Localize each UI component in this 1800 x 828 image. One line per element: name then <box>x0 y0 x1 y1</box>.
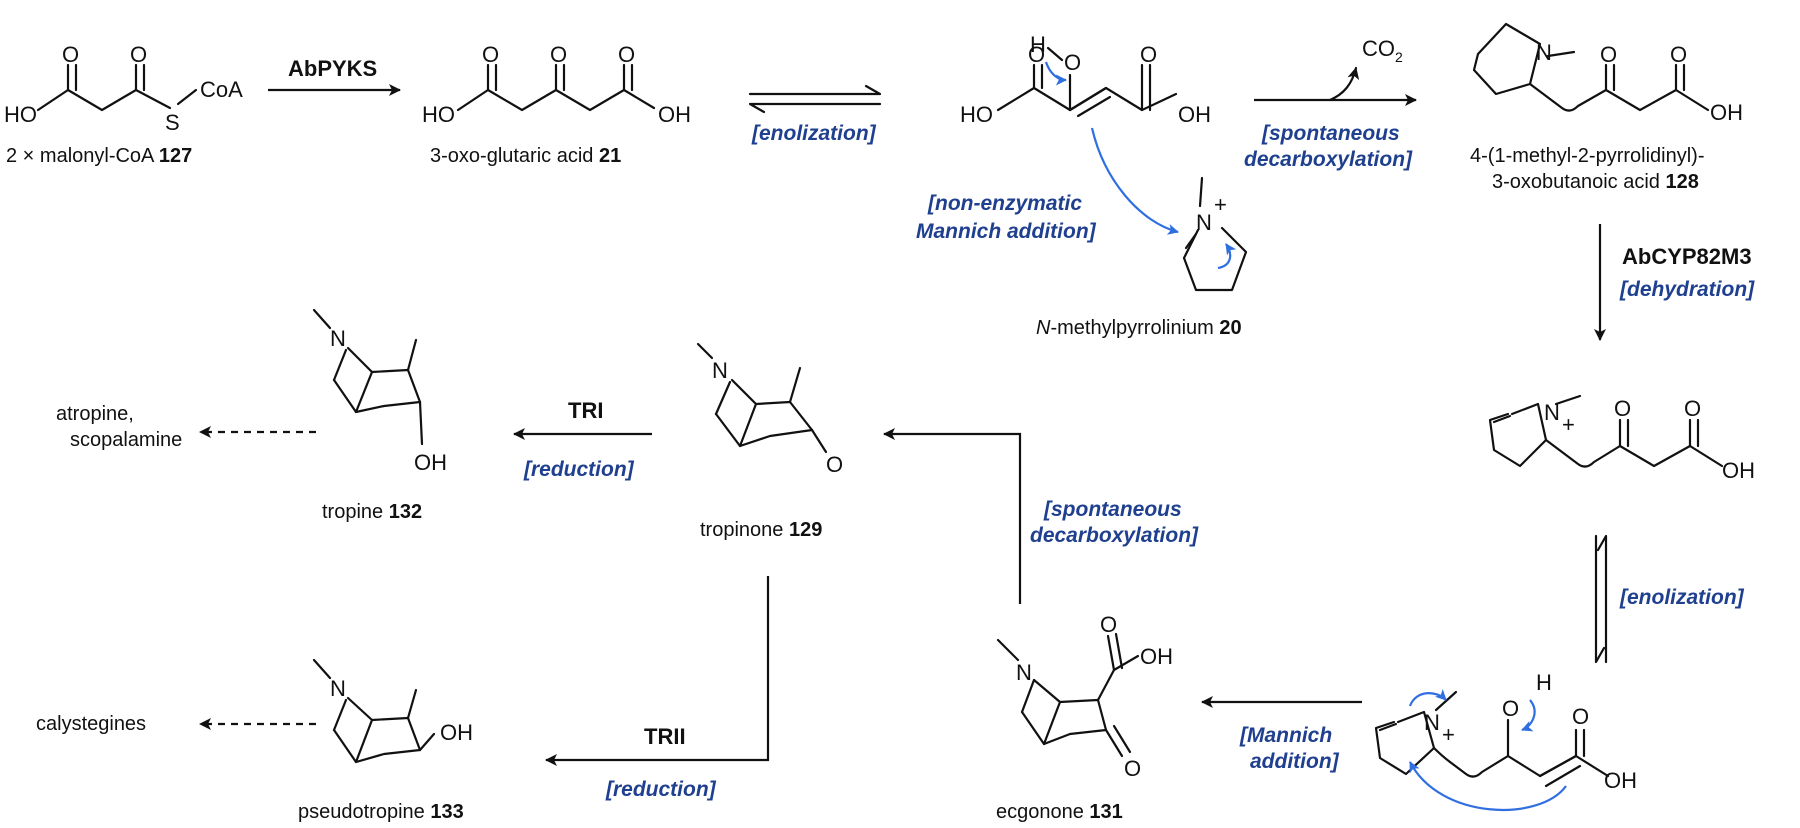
ecgonone-o1: O <box>1100 612 1117 637</box>
condition-reduction-2: [reduction] <box>605 778 717 801</box>
iminium-n: N <box>1544 400 1560 425</box>
equilibrium-arrows-enolization <box>748 84 882 114</box>
structure-n-methylpyrrolinium <box>1182 176 1248 292</box>
oxoglutaric-o3: O <box>618 42 635 67</box>
condition-spont-decarb-1b: decarboxylation] <box>1244 148 1413 171</box>
label-oxobutanoic-2: 3-oxobutanoic acid 128 <box>1492 171 1699 193</box>
label-tropinone: tropinone 129 <box>700 519 822 541</box>
enol-iminium-plus: + <box>1442 722 1455 747</box>
structure-pseudotropine <box>312 658 436 764</box>
co2-release-curve <box>1328 66 1360 102</box>
pseudotropine-oh: OH <box>440 720 473 745</box>
product-atropine: atropine, <box>56 403 134 425</box>
label-oxoglutaric-acid: 3-oxo-glutaric acid 21 <box>430 145 621 167</box>
structure-oxobutanoic-acid <box>1472 22 1710 112</box>
label-malonyl-coa: 2 × malonyl-CoA 127 <box>6 145 192 167</box>
tropine-oh: OH <box>414 450 447 475</box>
tropinone-n: N <box>712 358 728 383</box>
enol-h: H <box>1030 32 1046 57</box>
condition-spont-decarb-2a: [spontaneous <box>1043 498 1182 521</box>
structure-ecgonone <box>996 632 1140 758</box>
enol-iminium-oh: OH <box>1604 768 1637 793</box>
malonyl-o1: O <box>62 42 79 67</box>
pyrrolinium-plus: + <box>1214 192 1227 217</box>
pseudotropine-n: N <box>330 676 346 701</box>
label-pseudotropine: pseudotropine 133 <box>298 801 464 823</box>
iminium-oh: OH <box>1722 458 1755 483</box>
enol-o3: O <box>1140 42 1157 67</box>
structure-enol-iminium <box>1374 690 1610 788</box>
malonyl-s: S <box>165 110 180 135</box>
label-tropine: tropine 132 <box>322 501 422 523</box>
label-oxobutanoic-1: 4-(1-methyl-2-pyrrolidinyl)- <box>1470 145 1704 167</box>
condition-spont-decarb-2b: decarboxylation] <box>1030 524 1199 547</box>
enol-oh: OH <box>1178 102 1211 127</box>
structure-iminium-ketoacid <box>1488 394 1724 468</box>
condition-non-enzymatic-1: [non-enzymatic <box>927 192 1082 215</box>
structure-tropine <box>312 308 424 446</box>
product-calystegines: calystegines <box>36 713 146 735</box>
structure-malonyl-coa <box>36 63 198 112</box>
oxobutanoic-o1: O <box>1600 42 1617 67</box>
tropinone-o: O <box>826 452 843 477</box>
electron-arrow-iminium-1 <box>1408 688 1447 707</box>
structure-tropinone <box>696 342 828 454</box>
tropine-n: N <box>330 326 346 351</box>
oxobutanoic-oh: OH <box>1710 100 1743 125</box>
electron-arrow-pyrrolinium <box>1217 243 1237 270</box>
enol-ho: HO <box>960 102 993 127</box>
structure-enol-intermediate <box>996 46 1178 118</box>
electron-arrow-iminium-3 <box>1409 761 1567 811</box>
enol-iminium-o: O <box>1502 696 1519 721</box>
condition-reduction-1: [reduction] <box>523 458 635 481</box>
enzyme-abpyks: AbPYKS <box>288 56 377 81</box>
enol-o: O <box>1064 50 1081 75</box>
enzyme-trii: TRII <box>644 724 686 749</box>
oxoglutaric-o1: O <box>482 42 499 67</box>
condition-spont-decarb-1a: [spontaneous <box>1261 122 1400 145</box>
ecgonone-oh: OH <box>1140 644 1173 669</box>
enol-iminium-o2: O <box>1572 704 1589 729</box>
equilibrium-arrows-enolization-2 <box>1594 534 1608 664</box>
enol-iminium-n: N <box>1424 710 1440 735</box>
enol-iminium-h: H <box>1536 670 1552 695</box>
malonyl-o2: O <box>130 42 147 67</box>
oxobutanoic-o2: O <box>1670 42 1687 67</box>
enzyme-abcyp82m3: AbCYP82M3 <box>1622 244 1752 269</box>
malonyl-ho: HO <box>4 102 37 127</box>
oxoglutaric-o2: O <box>550 42 567 67</box>
electron-arrow-enol-2 <box>1090 127 1179 235</box>
condition-enolization-1: [enolization] <box>751 122 877 145</box>
condition-mannich-1: [Mannich <box>1239 724 1332 747</box>
oxoglutaric-ho: HO <box>422 102 455 127</box>
label-n-methylpyrrolinium: N-methylpyrrolinium 20 <box>1036 317 1242 339</box>
oxobutanoic-n: N <box>1536 40 1552 65</box>
product-scopalamine: scopalamine <box>70 429 182 451</box>
enzyme-tri: TRI <box>568 398 603 423</box>
condition-mannich-2: addition] <box>1250 750 1340 773</box>
enol-o2: O <box>1028 42 1045 67</box>
pyrrolinium-n: N <box>1196 210 1212 235</box>
condition-dehydration: [dehydration] <box>1619 278 1755 301</box>
arrow-spontaneous-decarboxylation-2 <box>883 428 1022 604</box>
co2-label: CO2 <box>1362 36 1403 65</box>
electron-arrow-enol-1 <box>1044 61 1067 86</box>
oxoglutaric-oh: OH <box>658 102 691 127</box>
ecgonone-o2: O <box>1124 756 1141 781</box>
electron-arrow-iminium-2 <box>1521 699 1536 732</box>
malonyl-coa: CoA <box>200 77 243 102</box>
iminium-plus: + <box>1562 412 1575 437</box>
arrow-trii <box>545 576 770 766</box>
structure-oxoglutaric-acid <box>456 63 656 112</box>
ecgonone-n: N <box>1016 660 1032 685</box>
iminium-o2: O <box>1684 396 1701 421</box>
iminium-o1: O <box>1614 396 1631 421</box>
condition-non-enzymatic-2: Mannich addition] <box>916 220 1097 243</box>
label-ecgonone: ecgonone 131 <box>996 801 1123 823</box>
condition-enolization-2: [enolization] <box>1619 586 1745 609</box>
